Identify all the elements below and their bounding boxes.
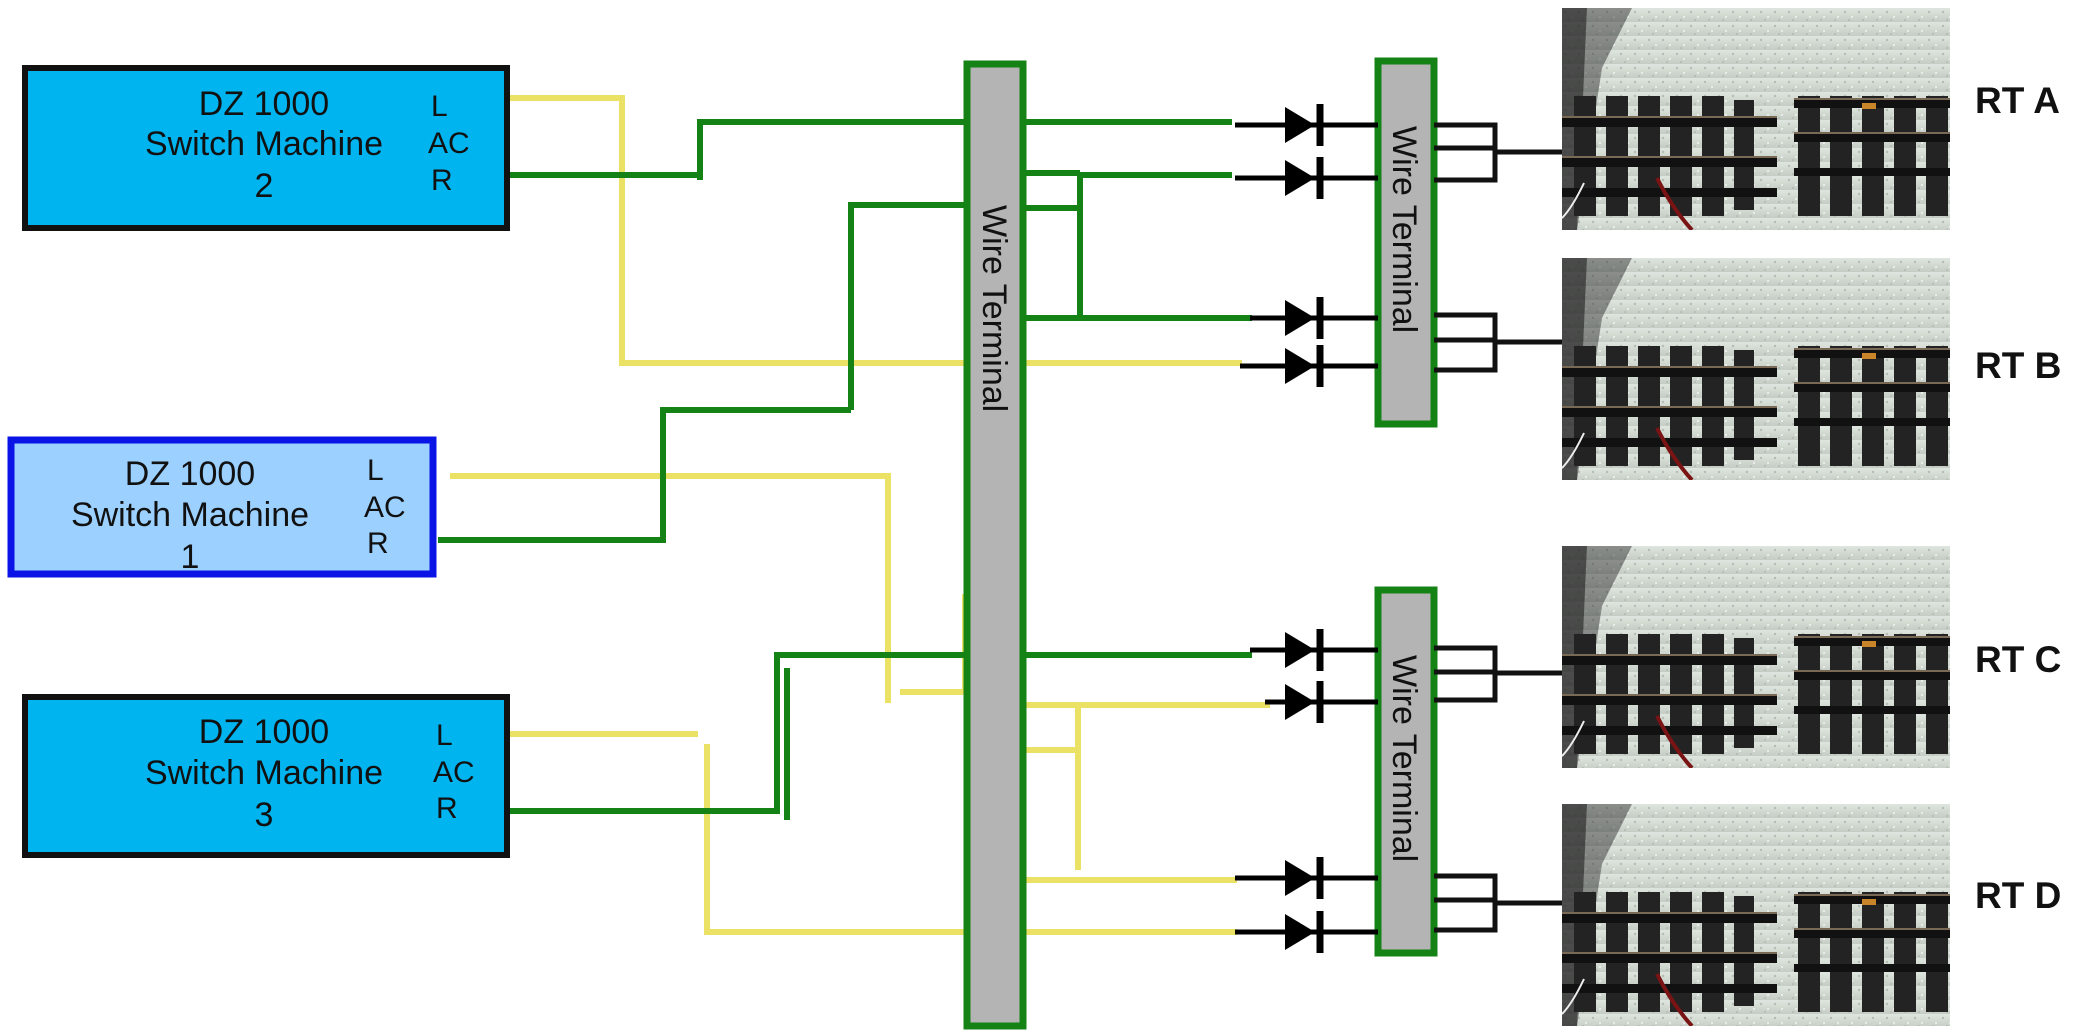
wire-tc-d1-branch <box>1020 747 1081 870</box>
turnout-b-label: RT B <box>1975 345 2061 386</box>
switch-machine-2-pin-ac: AC <box>428 127 470 160</box>
turnout-c-label: RT C <box>1975 639 2061 680</box>
diode-icon <box>1235 157 1378 199</box>
switch-machine-3[interactable]: DZ 1000 Switch Machine 3 L AC R <box>22 694 510 858</box>
yellow-wires <box>386 95 1270 935</box>
switch-machine-1-line1: DZ 1000 <box>125 455 255 493</box>
switch-machine-1-line2: Switch Machine <box>71 496 309 534</box>
turnout-c: RT C <box>1562 546 2061 768</box>
bottom-right-wire-terminal[interactable]: Wire Terminal <box>1374 586 1438 957</box>
switch-machine-3-pin-ac: AC <box>433 756 475 789</box>
diode-icon <box>1240 345 1378 387</box>
top-right-terminal-bar[interactable] <box>1374 57 1438 428</box>
wire-sm2-r <box>386 119 965 178</box>
switch-machine-3-body[interactable] <box>22 694 510 858</box>
diode-icon <box>1235 911 1378 953</box>
bottom-right-terminal-bar[interactable] <box>1374 586 1438 957</box>
switch-machine-1-body[interactable] <box>7 436 437 578</box>
switch-machine-2-line3: 2 <box>255 167 274 205</box>
turnout-d: RT D <box>1562 804 2061 1026</box>
track-photo-icon <box>1562 546 1950 768</box>
main-terminal-bar[interactable] <box>963 60 1027 1030</box>
turnout-a: RT A <box>1562 8 2060 230</box>
turnout-b: RT B <box>1562 258 2061 480</box>
diode-icon <box>1235 104 1378 146</box>
top-right-terminal-label: Wire Terminal <box>1385 126 1423 333</box>
switch-machine-3-pin-l: L <box>436 719 453 752</box>
switch-machine-2-pin-l: L <box>431 90 448 123</box>
switch-machine-2[interactable]: DZ 1000 Switch Machine 2 L AC R <box>22 65 510 231</box>
track-photo-icon <box>1562 8 1950 230</box>
diode-icon <box>1250 629 1378 671</box>
track-photo-icon <box>1562 804 1950 1026</box>
diodes <box>1235 104 1378 953</box>
track-leads <box>1434 122 1562 933</box>
turnout-a-label: RT A <box>1975 80 2060 121</box>
green-wires <box>386 119 1252 820</box>
wire-sm3-l-drop <box>704 744 965 935</box>
switch-machine-3-line3: 3 <box>255 796 274 834</box>
bottom-right-terminal-label: Wire Terminal <box>1385 655 1423 862</box>
main-wire-terminal[interactable]: Wire Terminal <box>963 60 1027 1030</box>
switch-machine-1-pin-l: L <box>367 454 384 487</box>
main-terminal-label: Wire Terminal <box>975 205 1013 412</box>
switch-machine-1-pin-ac: AC <box>364 491 406 524</box>
switch-machine-2-pin-r: R <box>431 164 453 197</box>
diode-icon <box>1250 297 1378 339</box>
switch-machine-3-pin-r: R <box>436 792 458 825</box>
top-right-wire-terminal[interactable]: Wire Terminal <box>1374 57 1438 428</box>
wire-sm1-r-rise <box>848 202 965 410</box>
wire-sm3-r <box>508 652 965 814</box>
wire-sm1-l <box>450 473 891 703</box>
switch-machine-2-line2: Switch Machine <box>145 125 383 163</box>
switch-machine-1[interactable]: DZ 1000 Switch Machine 1 L AC R <box>7 436 437 578</box>
turnout-d-label: RT D <box>1975 875 2061 916</box>
switch-machine-1-line3: 1 <box>181 538 200 576</box>
switch-machine-3-line2: Switch Machine <box>145 754 383 792</box>
switch-machine-2-body[interactable] <box>22 65 510 231</box>
switch-machine-3-line1: DZ 1000 <box>199 713 329 751</box>
diode-icon <box>1235 857 1378 899</box>
switch-machine-1-pin-r: R <box>367 527 389 560</box>
switch-machine-2-line1: DZ 1000 <box>199 85 329 123</box>
wire-sm1-r <box>438 407 851 543</box>
diode-icon <box>1265 681 1378 723</box>
track-photo-icon <box>1562 258 1950 480</box>
